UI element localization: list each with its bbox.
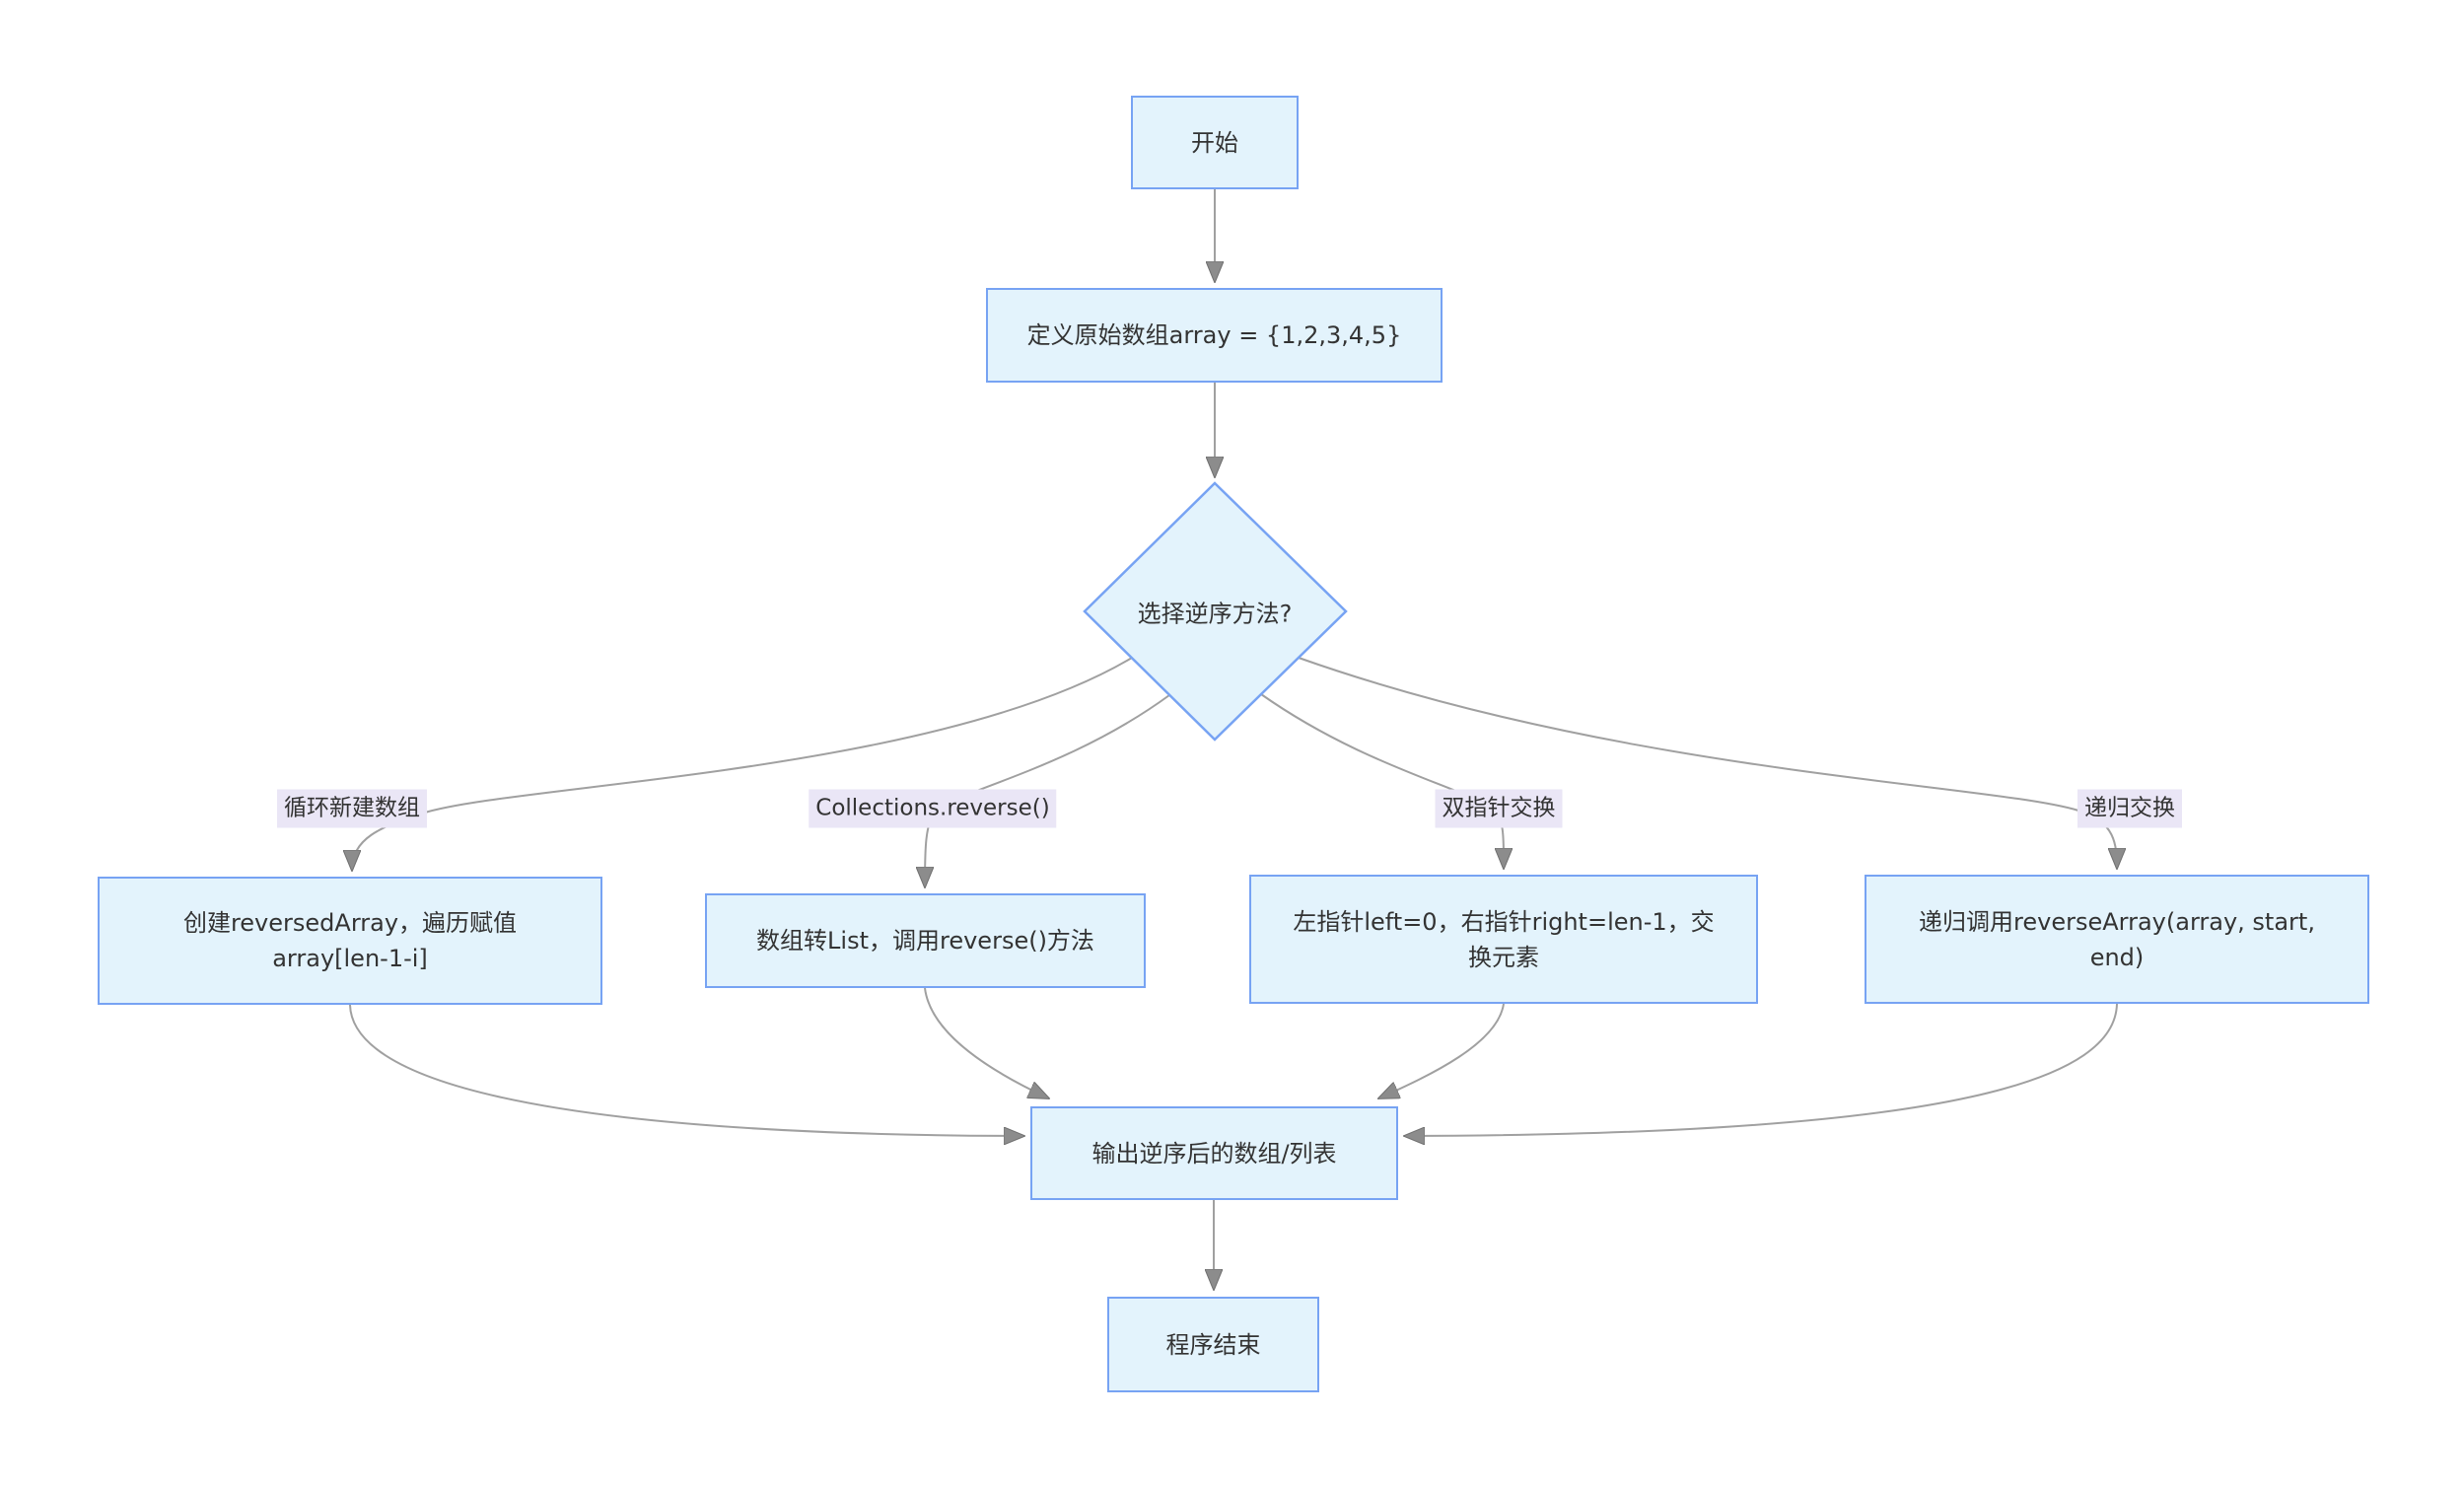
edge-recursive-to-output (1404, 1003, 2118, 1136)
node-define-array: 定义原始数组array = {1,2,3,4,5} (986, 288, 1443, 383)
edge-loop-to-output (349, 1004, 1024, 1136)
edge-label-collections-reverse: Collections.reverse() (809, 789, 1057, 828)
node-recursive-swap: 递归调用reverseArray(array, start, end) (1865, 875, 2369, 1004)
node-output-result: 输出逆序后的数组/列表 (1030, 1106, 1398, 1200)
node-start: 开始 (1131, 96, 1299, 189)
edge-label-recursive-swap: 递归交换 (2077, 789, 2182, 828)
edge-label-two-pointer-swap: 双指针交换 (1435, 789, 1563, 828)
node-end: 程序结束 (1107, 1297, 1319, 1392)
node-collections-reverse: 数组转List，调用reverse()方法 (705, 893, 1146, 988)
decision-diamond-shape (1083, 481, 1348, 742)
node-two-pointer-swap: 左指针left=0，右指针right=len-1，交 换元素 (1249, 875, 1758, 1004)
edge-decision-to-recursive (1298, 657, 2117, 869)
node-loop-new-array: 创建reversedArray，遍历赋值 array[len-1-i] (98, 877, 602, 1005)
edge-decision-to-two-pointer (1260, 693, 1504, 869)
edge-decision-to-loop (352, 657, 1133, 871)
node-choose-method-label: 选择逆序方法? (1137, 600, 1293, 628)
edge-label-loop-new-array: 循环新建数组 (277, 789, 427, 828)
edge-collections-to-output (924, 987, 1049, 1098)
edge-two-pointer-to-output (1378, 1003, 1505, 1098)
